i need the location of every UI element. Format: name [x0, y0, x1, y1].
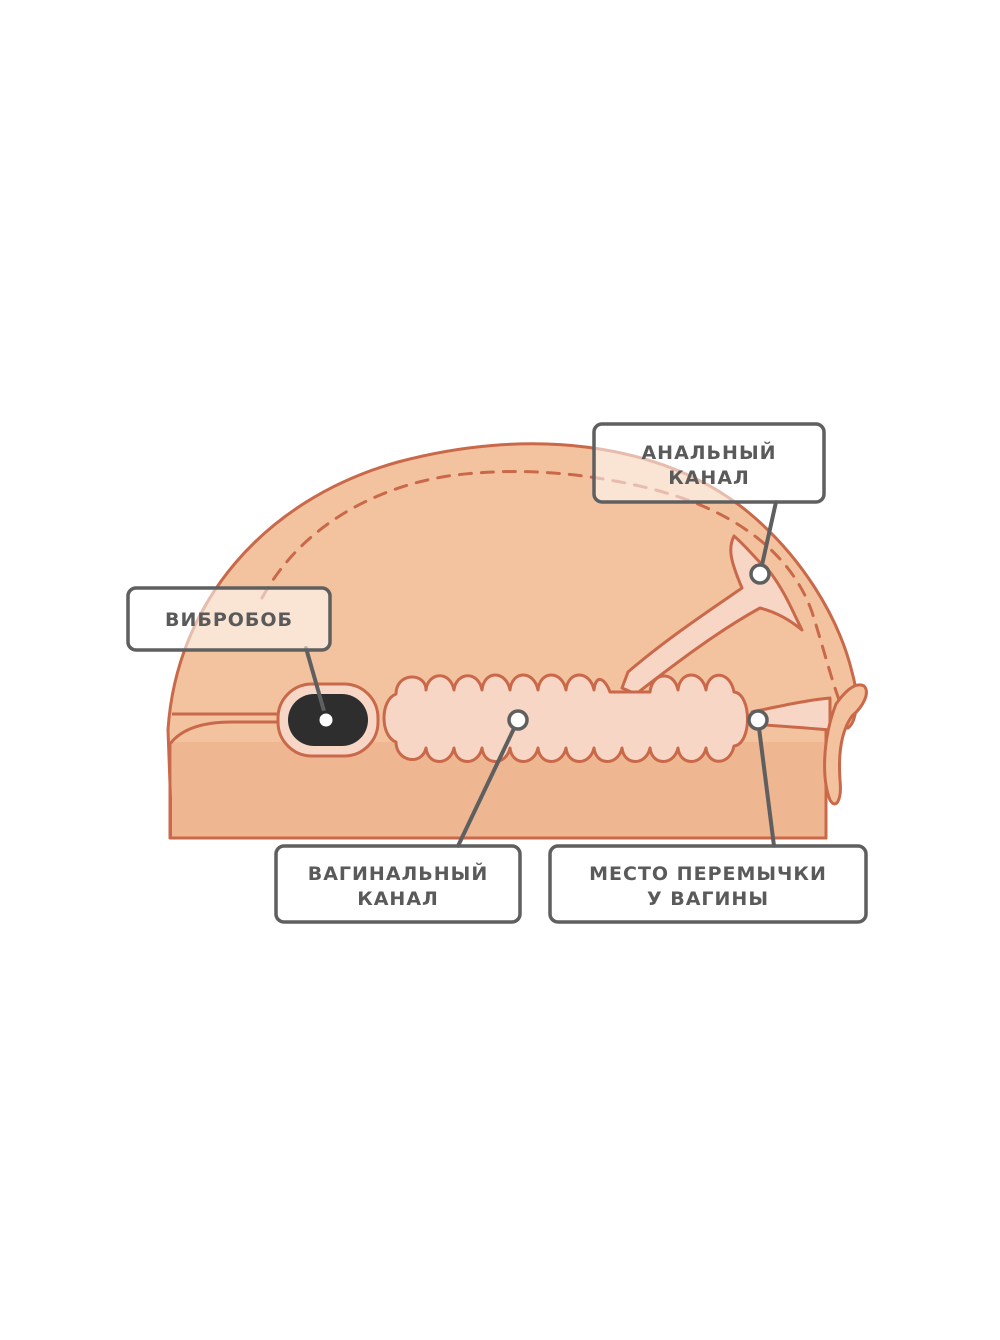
pointer-dot-vaginal [507, 709, 529, 731]
pointer-line-bridge [756, 718, 776, 848]
pointer-dot-anal [749, 563, 771, 585]
callout-box [274, 844, 522, 924]
callout-line-2: У ВАГИНЫ [647, 888, 769, 910]
callout-line-1: ВАГИНАЛЬНЫЙ [308, 862, 489, 885]
pointer-line-bullet [304, 646, 328, 720]
toy-base-fold [168, 720, 294, 746]
pointer-line-anal [758, 500, 778, 576]
callout-box [548, 844, 868, 924]
callout-box [126, 586, 332, 652]
vaginal-canal [382, 673, 749, 763]
callout-line-2: КАНАЛ [668, 467, 750, 489]
toy-base [172, 742, 826, 838]
callout-anal-canal: АНАЛЬНЫЙ КАНАЛ [592, 422, 826, 504]
pointer-dot-bullet [316, 710, 336, 730]
callout-line-1: АНАЛЬНЫЙ [641, 441, 776, 464]
callout-line-2: КАНАЛ [357, 888, 439, 910]
callout-line-1: МЕСТО ПЕРЕМЫЧКИ [589, 863, 827, 885]
callout-line-1: ВИБРОБОБ [165, 609, 293, 631]
callout-box [592, 422, 826, 504]
pointer-dot-bridge [747, 709, 769, 731]
pointer-line-vaginal [456, 718, 520, 848]
callout-bridge: МЕСТО ПЕРЕМЫЧКИ У ВАГИНЫ [548, 844, 868, 924]
callout-vaginal-canal: ВАГИНАЛЬНЫЙ КАНАЛ [274, 844, 522, 924]
inner-dashed-contour [260, 470, 844, 710]
callout-vibro-bullet: ВИБРОБОБ [126, 586, 332, 652]
outer-lip [823, 683, 868, 806]
